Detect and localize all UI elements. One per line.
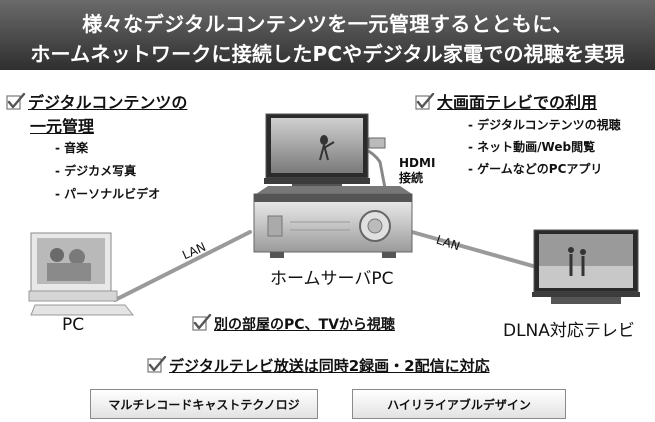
right-heading-text: 大画面テレビでの利用: [437, 93, 598, 112]
checkbox-icon: [147, 356, 167, 373]
digital-tv-note-text: デジタルテレビ放送は同時2録画・2配信に対応: [169, 357, 490, 375]
other-room-note: 別の部屋のPC、TVから視聴: [192, 314, 395, 334]
home-server-icon: [253, 186, 413, 258]
lan-cable-left: [113, 230, 252, 302]
right-item-content: - デジタルコンテンツの視聴: [468, 118, 621, 132]
banner-line-1: 様々なデジタルコンテンツを一元管理するとともに、: [82, 12, 573, 36]
checkbox-icon: [192, 314, 212, 331]
hdmi-label-line-1: HDMI: [399, 156, 436, 170]
right-heading: 大画面テレビでの利用: [415, 89, 597, 113]
digital-tv-note: デジタルテレビ放送は同時2録画・2配信に対応: [147, 355, 490, 376]
lan-cable-right: [410, 230, 542, 270]
hdmi-plug-icon: [368, 137, 386, 149]
left-heading-line-2: 一元管理: [30, 117, 95, 136]
tv-top-icon: [264, 113, 370, 190]
left-item-photos: - デジカメ写真: [55, 164, 137, 178]
right-item-web: - ネット動画/Web閲覧: [468, 140, 596, 154]
dlna-tv-icon: [532, 229, 640, 304]
left-heading-line-1: デジタルコンテンツの: [28, 93, 188, 112]
feature-multi-recordcast: マルチレコードキャストテクノロジ: [90, 389, 318, 419]
home-server-label: ホームサーバPC: [270, 269, 394, 289]
pc-label: PC: [62, 315, 85, 335]
left-item-video: - パーソナルビデオ: [55, 187, 161, 201]
dlna-tv-label: DLNA対応テレビ: [503, 321, 635, 341]
left-heading: デジタルコンテンツの: [6, 89, 187, 113]
other-room-note-text: 別の部屋のPC、TVから視聴: [214, 317, 395, 333]
left-item-music: - 音楽: [55, 141, 89, 155]
right-item-apps: - ゲームなどのPCアプリ: [468, 162, 603, 176]
hdmi-label: HDMI 接続: [399, 156, 435, 186]
title-banner: 様々なデジタルコンテンツを一元管理するとともに、 ホームネットワークに接続したP…: [0, 0, 655, 70]
banner-line-2: ホームネットワークに接続したPCやデジタル家電での視聴を実現: [30, 42, 625, 66]
hdmi-label-line-2: 接続: [399, 171, 424, 185]
feature-high-reliable: ハイリライアブルデザイン: [352, 389, 566, 419]
pc-icon: [28, 232, 135, 316]
